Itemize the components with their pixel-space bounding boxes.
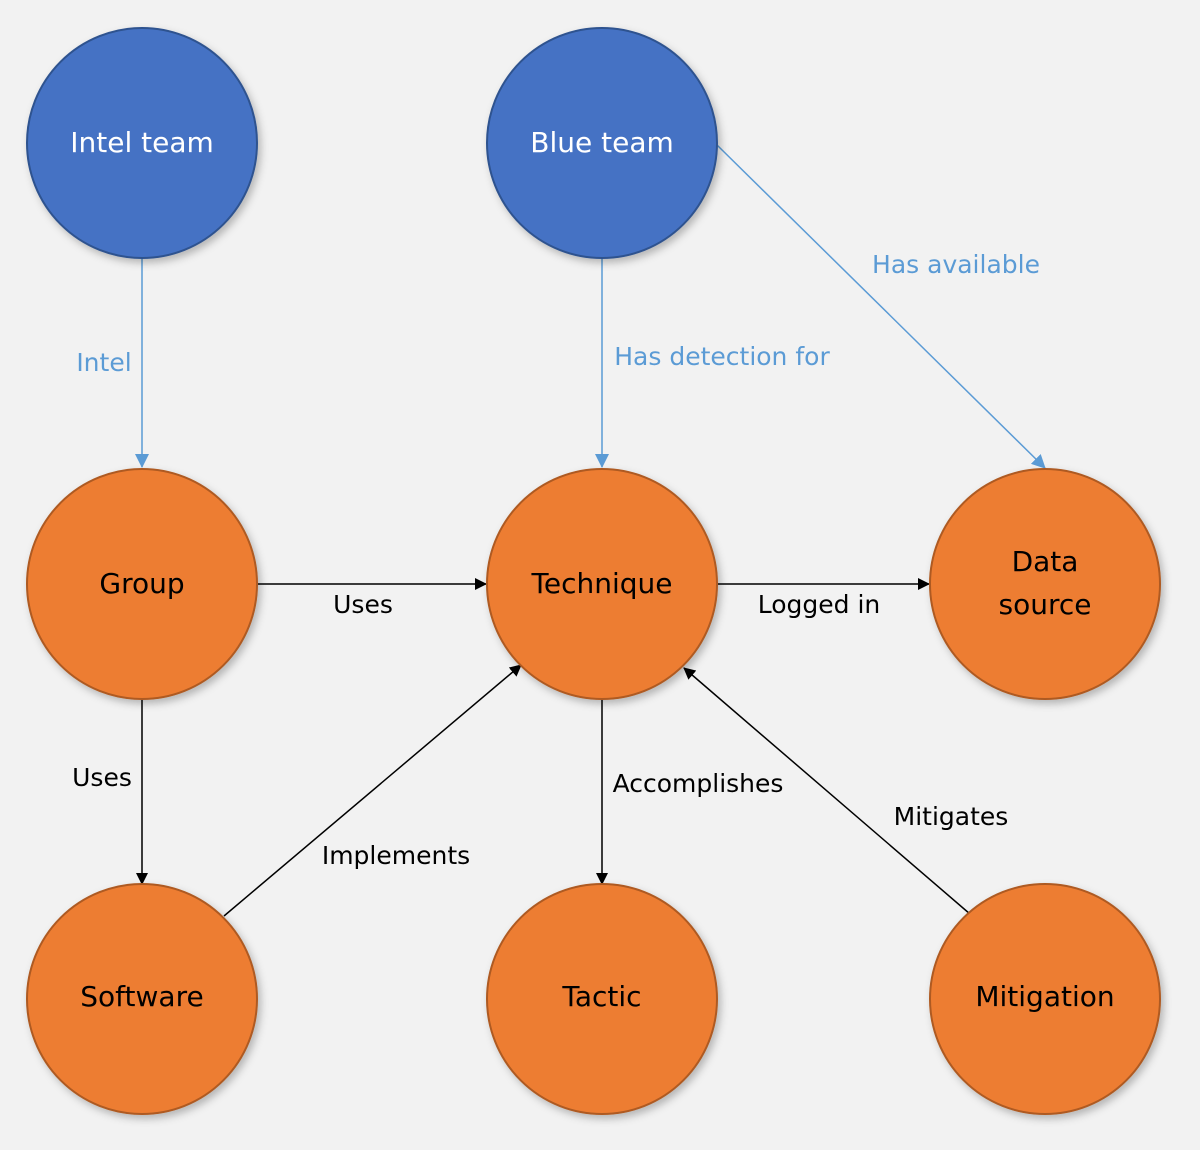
software-label: Software	[80, 980, 203, 1013]
mitigates-edge	[683, 667, 971, 915]
intel-label: Intel	[76, 348, 131, 377]
technique-node: Technique	[486, 468, 718, 700]
logged-in-label: Logged in	[758, 590, 881, 619]
accomplishes-label: Accomplishes	[613, 769, 784, 798]
group-label: Group	[99, 567, 184, 600]
group-node: Group	[26, 468, 258, 700]
intel-team-node: Intel team	[26, 27, 258, 259]
has-available-edge	[716, 144, 1046, 469]
data-source-node: Data source	[929, 468, 1161, 700]
tactic-node: Tactic	[486, 883, 718, 1115]
mitigation-label: Mitigation	[975, 980, 1114, 1013]
blue-team-label: Blue team	[530, 126, 674, 159]
group-uses-software-label: Uses	[72, 763, 132, 792]
has-available-label: Has available	[872, 250, 1040, 279]
implements-edge	[223, 664, 522, 917]
implements-label: Implements	[322, 841, 470, 870]
mitigation-node: Mitigation	[929, 883, 1161, 1115]
intel-team-label: Intel team	[70, 126, 214, 159]
software-node: Software	[26, 883, 258, 1115]
blue-team-node: Blue team	[486, 27, 718, 259]
data-source-label-line1: Data	[1012, 545, 1079, 578]
tactic-label: Tactic	[561, 980, 641, 1013]
technique-label: Technique	[531, 567, 673, 600]
mitigates-label: Mitigates	[894, 802, 1009, 831]
has-detection-for-label: Has detection for	[614, 342, 830, 371]
group-uses-technique-label: Uses	[333, 590, 393, 619]
data-source-label-line2: source	[999, 588, 1092, 621]
